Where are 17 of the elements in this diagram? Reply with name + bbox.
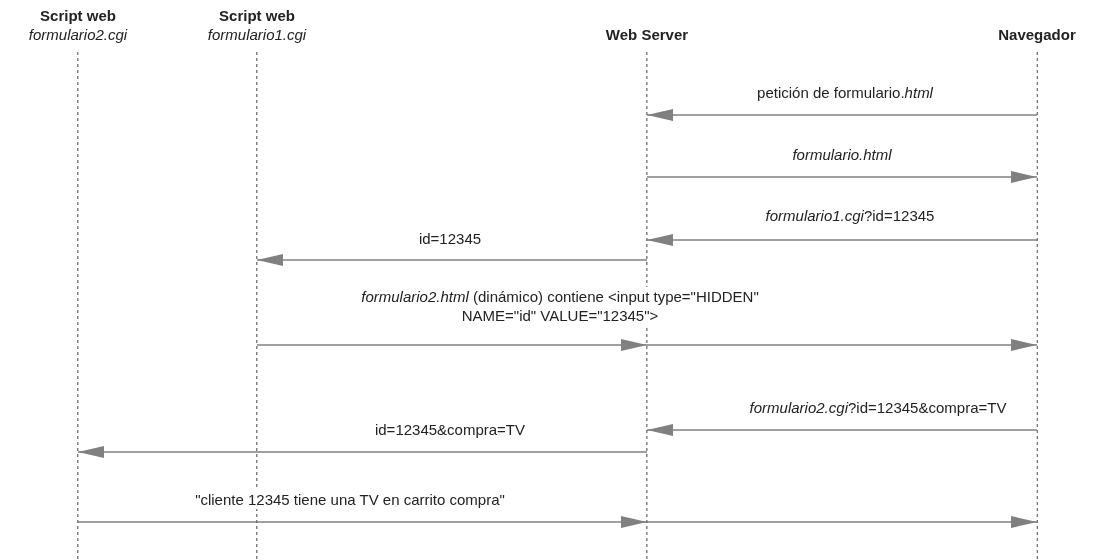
participant-subtitle: formulario2.cgi (28, 25, 128, 44)
message-arrow (256, 254, 648, 266)
participant-name: Navegador (998, 25, 1076, 44)
message-arrow (646, 339, 1038, 351)
message-arrow (646, 171, 1038, 183)
message-arrow (77, 516, 648, 528)
message-arrow (646, 109, 1038, 121)
edge-label: "cliente 12345 tiene una TV en carrito compra" (192, 490, 508, 509)
message-arrow (256, 339, 648, 351)
participant-name: Script web (218, 6, 296, 25)
participant-name: Script web (39, 6, 117, 25)
message-arrow (646, 424, 1038, 436)
message-arrow (646, 516, 1038, 528)
participant-name: Web Server (605, 25, 689, 44)
message-arrow (646, 234, 1038, 246)
message-arrow (77, 446, 648, 458)
participant-subtitle: formulario1.cgi (207, 25, 307, 44)
